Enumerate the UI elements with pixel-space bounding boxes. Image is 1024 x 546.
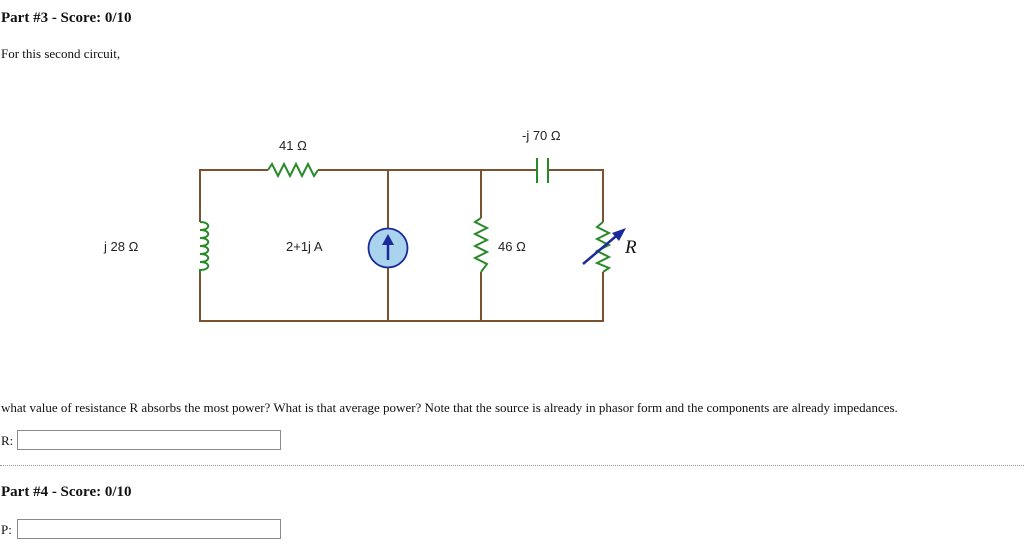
inductor [199,221,210,273]
capacitor-label: -j 70 Ω [522,128,561,143]
capacitor [536,158,549,183]
circuit-diagram: j 28 Ω 41 Ω -j 70 Ω 2+1j A 46 Ω R [103,128,637,322]
intro-text: For this second circuit, [1,46,121,61]
part4-title: Part #4 - Score: 0/10 [1,484,132,500]
part3-title: Part #3 - Score: 0/10 [1,10,132,26]
source-label: 2+1j A [286,239,323,254]
section-divider [0,465,1024,466]
variable-resistor-label: R [624,237,637,258]
r-answer-label: R: [1,433,14,448]
p-answer-input[interactable] [17,519,281,539]
resistor-46 [472,217,490,273]
inductor-label: j 28 Ω [103,239,139,254]
p-answer-label: P: [1,522,12,537]
r-answer-input[interactable] [17,430,281,450]
current-source [367,227,409,269]
resistor-41 [267,161,319,179]
resistor-41-label: 41 Ω [279,138,307,153]
resistor-46-label: 46 Ω [498,239,526,254]
variable-resistor [582,221,626,273]
circuit-wires [199,169,604,322]
question-text: what value of resistance R absorbs the m… [1,400,898,415]
